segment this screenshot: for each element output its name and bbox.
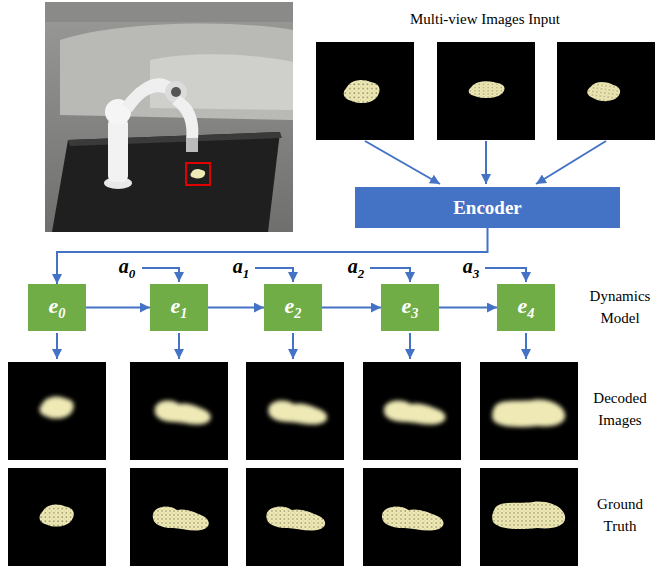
symbol-base: a xyxy=(119,255,129,277)
row-label: Dynamics Model xyxy=(583,286,657,330)
symbol-base: e xyxy=(285,293,295,318)
symbol-subscript: 2 xyxy=(358,266,365,281)
decoded-images xyxy=(8,362,578,460)
flow-arrow xyxy=(439,307,497,309)
row-label: Ground Truth xyxy=(583,494,657,538)
symbol-subscript: 1 xyxy=(180,305,187,321)
symbol-subscript: 0 xyxy=(58,305,65,321)
symbol-base: e xyxy=(518,293,528,318)
node-text: e3 xyxy=(402,293,419,322)
symbol-base: e xyxy=(49,293,59,318)
state-box: e2 xyxy=(264,284,322,331)
symbol-subscript: 4 xyxy=(527,305,534,321)
flow-arrow xyxy=(322,307,381,309)
node-text: e0 xyxy=(49,293,66,322)
action-label: a2 xyxy=(348,252,365,284)
action-label: a3 xyxy=(463,252,480,284)
node-text: e2 xyxy=(285,293,302,322)
action-label: a1 xyxy=(233,252,250,284)
symbol-subscript: 0 xyxy=(129,266,136,281)
image-arrows xyxy=(365,141,606,184)
robot-scene xyxy=(45,2,293,232)
action-label: a0 xyxy=(119,252,136,284)
node-text: e1 xyxy=(171,293,188,322)
symbol-base: e xyxy=(171,293,181,318)
state-box: e3 xyxy=(381,284,439,331)
symbol-subscript: 3 xyxy=(473,266,480,281)
node-text: Encoder xyxy=(453,197,522,219)
section-title: Multi-view Images Input xyxy=(410,9,560,31)
input-images xyxy=(316,42,655,140)
symbol-subscript: 2 xyxy=(294,305,301,321)
flow-arrow xyxy=(86,307,150,309)
symbol-base: e xyxy=(402,293,412,318)
node-text: e4 xyxy=(518,293,535,322)
decode-arrows xyxy=(57,333,526,359)
flow-arrow xyxy=(208,307,264,309)
state-box: e1 xyxy=(150,284,208,331)
encoder-box: Encoder xyxy=(355,187,620,228)
state-box: e4 xyxy=(497,284,555,331)
row-label: Decoded Images xyxy=(583,388,657,432)
symbol-subscript: 3 xyxy=(411,305,418,321)
symbol-base: a xyxy=(463,255,473,277)
state-box: e0 xyxy=(28,284,86,331)
symbol-subscript: 1 xyxy=(243,266,250,281)
ground-truth-images xyxy=(8,468,578,566)
symbol-base: a xyxy=(348,255,358,277)
symbol-base: a xyxy=(233,255,243,277)
flow-arrow xyxy=(57,228,488,284)
